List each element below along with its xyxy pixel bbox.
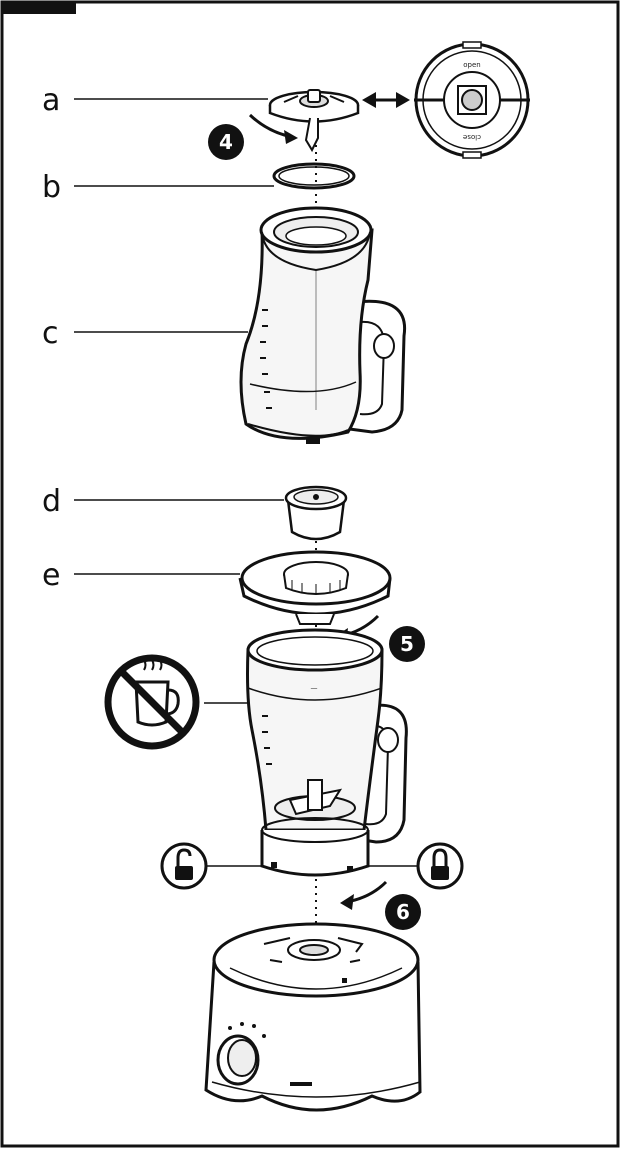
step-number-4: 4	[219, 130, 233, 154]
no-hot-liquids-icon	[108, 658, 196, 746]
motor-base	[206, 924, 420, 1110]
label-d: d	[42, 484, 61, 519]
bowl-lid	[240, 552, 390, 624]
unlocked-padlock-icon	[162, 844, 206, 888]
curved-arrow-head	[284, 130, 298, 144]
feed-tube-cap	[286, 487, 346, 539]
label-b: b	[42, 170, 61, 205]
label-c: c	[42, 316, 59, 351]
curved-arrow-head	[340, 894, 354, 910]
blade-assembly	[270, 90, 358, 150]
step-number-6: 6	[396, 900, 410, 924]
bowl-capacity-mark: —	[311, 684, 318, 692]
sealing-ring	[274, 164, 354, 188]
corner-tab	[2, 2, 76, 14]
label-e: e	[42, 558, 60, 593]
label-a: a	[42, 83, 60, 118]
blade-open-label: open	[463, 61, 480, 69]
double-arrow-icon	[362, 92, 410, 108]
blender-jug	[241, 208, 405, 444]
locked-padlock-icon	[418, 844, 462, 888]
step-number-5: 5	[400, 632, 414, 656]
processor-bowl: —	[248, 630, 407, 875]
blade-close-label: close	[463, 133, 481, 141]
